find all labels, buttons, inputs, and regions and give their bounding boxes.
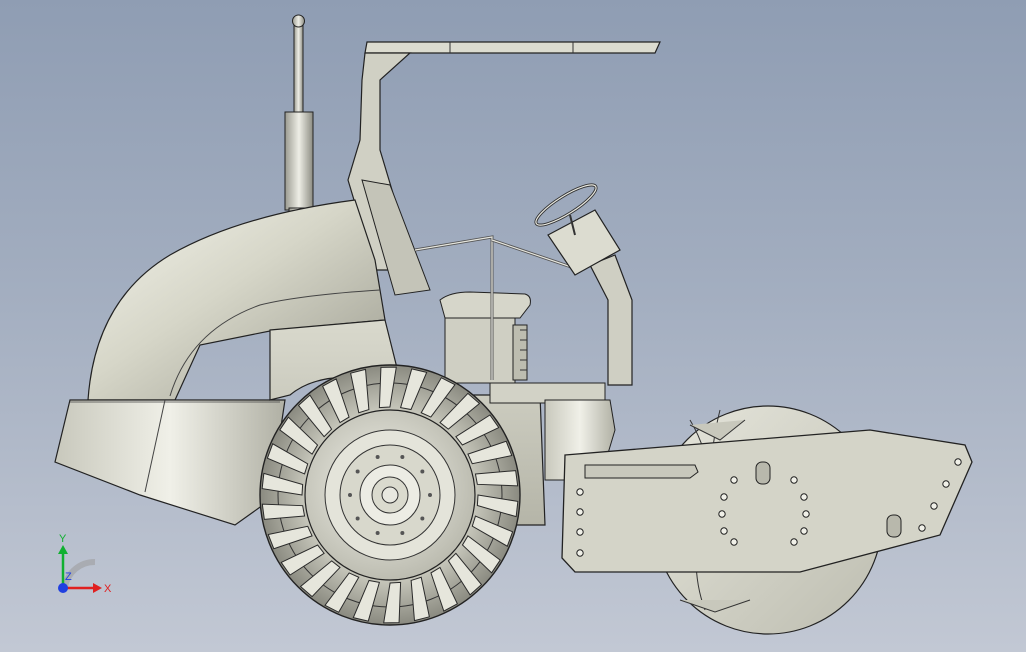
frame-bolt-hole bbox=[720, 493, 728, 501]
steering-column[interactable] bbox=[547, 209, 633, 386]
tread-lug bbox=[471, 515, 514, 547]
tread-lug bbox=[383, 581, 402, 624]
tread-lug bbox=[352, 579, 381, 622]
rear-tire[interactable] bbox=[259, 364, 521, 626]
tread-lug bbox=[324, 572, 360, 613]
wheel-bolt bbox=[355, 516, 360, 521]
frame-bolt-hole bbox=[942, 480, 950, 488]
frame-bolt-hole bbox=[800, 527, 808, 535]
tread-lug bbox=[261, 503, 306, 520]
frame-bolt-hole bbox=[954, 458, 962, 466]
frame-bolt-hole bbox=[576, 508, 584, 516]
tire-tread bbox=[261, 366, 519, 624]
engine-hood[interactable] bbox=[87, 199, 386, 401]
tread-lug bbox=[474, 470, 519, 487]
tread-lug bbox=[447, 552, 483, 596]
tread-lug bbox=[267, 525, 313, 550]
y-axis-label: Y bbox=[59, 533, 67, 545]
wheel-bolt bbox=[375, 531, 380, 536]
tread-lug bbox=[297, 394, 333, 438]
frame-bolt-hole bbox=[730, 476, 738, 484]
tread-lug bbox=[399, 368, 428, 411]
frame-bolt-hole bbox=[718, 510, 726, 518]
tread-lug bbox=[261, 472, 304, 496]
steering-wheel[interactable] bbox=[532, 179, 601, 231]
tread-lug bbox=[461, 535, 501, 574]
rops-canopy[interactable] bbox=[347, 41, 661, 296]
tread-lug bbox=[476, 494, 519, 518]
wheel-bolt bbox=[375, 454, 380, 459]
wheel-bolt bbox=[355, 469, 360, 474]
tread-lug bbox=[378, 366, 397, 409]
tread-lug bbox=[410, 576, 430, 622]
frame-bolt-hole bbox=[730, 538, 738, 546]
frame-bolt-hole bbox=[720, 527, 728, 535]
tread-lug bbox=[350, 368, 370, 414]
tread-lug bbox=[279, 416, 319, 455]
tread-lug bbox=[467, 440, 513, 465]
frame-bolt-hole bbox=[576, 549, 584, 557]
frame-bolt-hole bbox=[790, 476, 798, 484]
wheel-bolt bbox=[420, 516, 425, 521]
tread-lug bbox=[266, 443, 309, 475]
frame-bolt-hole bbox=[790, 538, 798, 546]
rear-counterweight[interactable] bbox=[54, 399, 286, 526]
drum-side-plate[interactable] bbox=[561, 429, 973, 573]
operator-seat[interactable] bbox=[439, 291, 531, 384]
frame-bolt-hole bbox=[576, 528, 584, 536]
x-axis-label: X bbox=[104, 583, 112, 595]
tread-lug bbox=[299, 560, 341, 598]
tread-lug bbox=[280, 544, 325, 576]
wheel-bolt bbox=[420, 469, 425, 474]
tread-lug bbox=[430, 566, 459, 612]
tread-lug bbox=[455, 414, 500, 446]
wheel-bolt bbox=[400, 454, 405, 459]
frame-bolt-hole bbox=[930, 502, 938, 510]
wheel-bolt bbox=[400, 531, 405, 536]
tread-lug bbox=[420, 377, 456, 418]
tread-lug bbox=[321, 378, 350, 424]
wheel-bolt bbox=[348, 493, 352, 497]
z-axis-dot bbox=[58, 583, 68, 593]
frame-bolt-hole bbox=[576, 488, 584, 496]
axis-triad: Y X Z bbox=[58, 533, 112, 595]
hand-rail[interactable] bbox=[414, 235, 581, 380]
frame-bolt-hole bbox=[918, 524, 926, 532]
frame-bolt-hole bbox=[802, 510, 810, 518]
z-axis-label: Z bbox=[65, 571, 72, 583]
frame-bolt-hole bbox=[800, 493, 808, 501]
exhaust-stack[interactable] bbox=[284, 14, 314, 223]
wheel-bolt bbox=[428, 493, 432, 497]
tread-lug bbox=[439, 392, 481, 430]
